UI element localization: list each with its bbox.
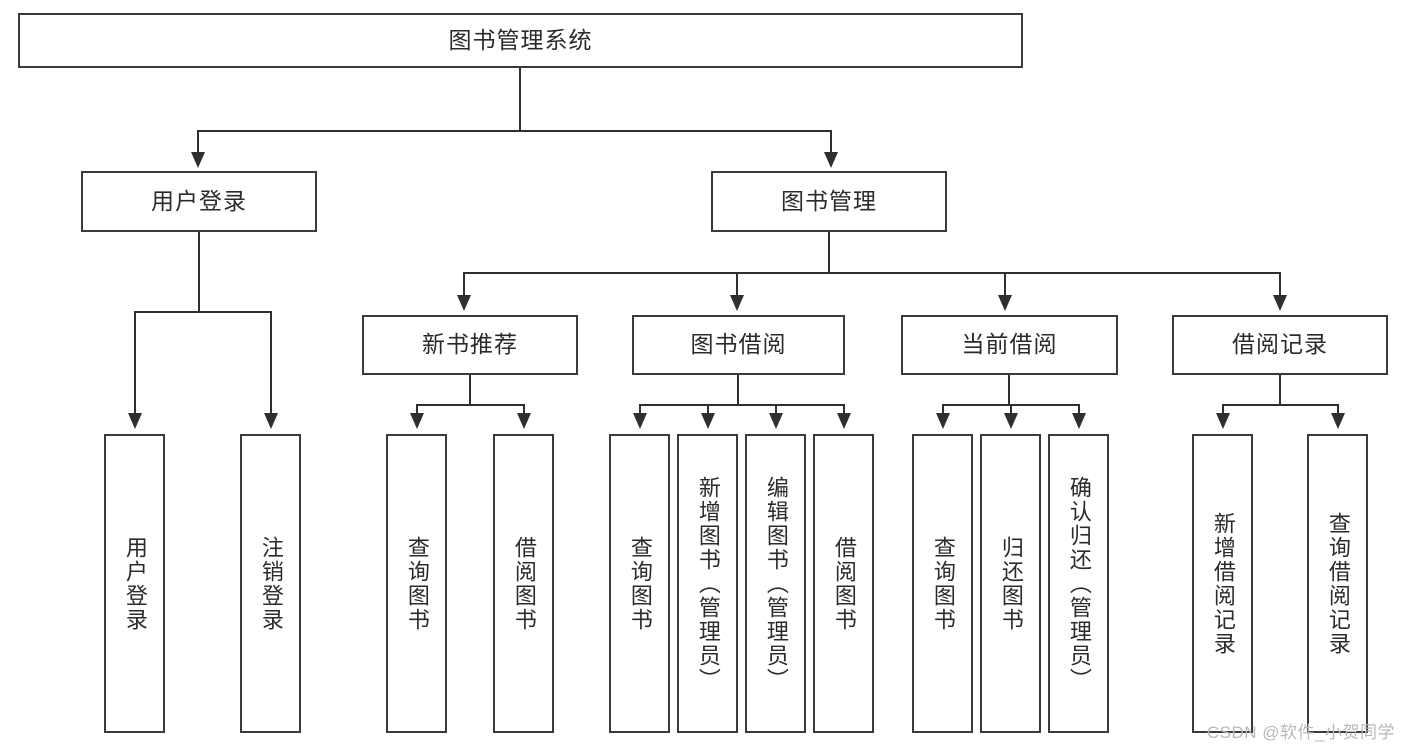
edge-book-borrow-leaf-1 xyxy=(639,404,641,414)
edge-bus-level3 xyxy=(463,272,1281,274)
leaf-label: 查询借阅记录 xyxy=(1325,511,1351,656)
arrow-new-book-leaf-1 xyxy=(410,413,424,429)
edge-borrow-record-leaf-1 xyxy=(1222,404,1224,414)
edge-new-book-leaf-2 xyxy=(523,404,525,414)
arrow-current-borrow-leaf-3 xyxy=(1072,413,1086,429)
edge-new-book-leaf-1 xyxy=(416,404,418,414)
edge-bus-borrow-record-leaves xyxy=(1222,404,1337,406)
edge-user-login-leaf-2 xyxy=(270,311,272,414)
edge-book-manage-down xyxy=(828,232,830,273)
leaf-label: 用户登录 xyxy=(122,535,148,632)
arrow-book-borrow-leaf-4 xyxy=(837,413,851,429)
leaf-user-login-logout[interactable]: 注销登录 xyxy=(240,434,301,733)
node-book-borrow[interactable]: 图书借阅 xyxy=(632,315,845,375)
leaf-label: 注销登录 xyxy=(258,535,284,632)
arrow-user-login-leaf-1 xyxy=(128,413,142,429)
arrow-borrow-record-leaf-2 xyxy=(1331,413,1345,429)
arrow-borrow-record-leaf-1 xyxy=(1216,413,1230,429)
edge-bus-to-new-book xyxy=(463,272,465,296)
edge-bus-user-login-leaves xyxy=(134,311,270,313)
arrow-to-user-login xyxy=(191,152,205,168)
arrow-book-borrow-leaf-3 xyxy=(769,413,783,429)
leaf-label: 新增图书（管理员） xyxy=(695,475,721,692)
edge-current-borrow-leaf-1 xyxy=(942,404,944,414)
leaf-book-borrow-edit[interactable]: 编辑图书（管理员） xyxy=(745,434,806,733)
edge-borrow-record-leaf-2 xyxy=(1337,404,1339,414)
node-current-borrow[interactable]: 当前借阅 xyxy=(901,315,1118,375)
arrow-current-borrow-leaf-2 xyxy=(1004,413,1018,429)
node-root-system[interactable]: 图书管理系统 xyxy=(18,13,1023,68)
node-user-login[interactable]: 用户登录 xyxy=(81,171,317,232)
edge-bus-to-current-borrow xyxy=(1004,272,1006,296)
leaf-new-book-query[interactable]: 查询图书 xyxy=(386,434,447,733)
edge-bus-to-book-borrow xyxy=(736,272,738,296)
watermark-text: CSDN @软件_小贺同学 xyxy=(1206,723,1395,742)
leaf-label: 借阅图书 xyxy=(511,535,537,632)
leaf-current-borrow-confirm-return[interactable]: 确认归还（管理员） xyxy=(1048,434,1109,733)
edge-bus-book-borrow-leaves xyxy=(639,404,843,406)
node-new-book-recommend[interactable]: 新书推荐 xyxy=(362,315,578,375)
arrow-new-book-leaf-2 xyxy=(517,413,531,429)
edge-user-login-leaf-1 xyxy=(134,311,136,414)
leaf-label: 查询图书 xyxy=(930,535,956,632)
edge-current-borrow-leaf-2 xyxy=(1010,404,1012,414)
edge-book-borrow-leaf-2 xyxy=(707,404,709,414)
arrow-to-book-manage xyxy=(824,152,838,168)
arrow-to-current-borrow xyxy=(998,295,1012,311)
arrow-to-new-book xyxy=(457,295,471,311)
arrow-current-borrow-leaf-1 xyxy=(936,413,950,429)
node-borrow-record[interactable]: 借阅记录 xyxy=(1172,315,1388,375)
leaf-book-borrow-add[interactable]: 新增图书（管理员） xyxy=(677,434,738,733)
leaf-book-borrow-borrow[interactable]: 借阅图书 xyxy=(813,434,874,733)
edge-bus-to-book-manage xyxy=(830,130,832,154)
leaf-current-borrow-return[interactable]: 归还图书 xyxy=(980,434,1041,733)
leaf-borrow-record-query[interactable]: 查询借阅记录 xyxy=(1307,434,1368,733)
edge-current-borrow-down xyxy=(1008,375,1010,405)
arrow-to-borrow-record xyxy=(1273,295,1287,311)
edge-user-login-down xyxy=(198,232,200,312)
leaf-book-borrow-query[interactable]: 查询图书 xyxy=(609,434,670,733)
edge-book-borrow-leaf-3 xyxy=(775,404,777,414)
leaf-label: 编辑图书（管理员） xyxy=(763,475,789,692)
leaf-new-book-borrow[interactable]: 借阅图书 xyxy=(493,434,554,733)
edge-borrow-record-down xyxy=(1279,375,1281,405)
leaf-label: 借阅图书 xyxy=(831,535,857,632)
edge-bus-level2 xyxy=(197,130,831,132)
edge-bus-new-book-leaves xyxy=(416,404,523,406)
arrow-user-login-leaf-2 xyxy=(264,413,278,429)
leaf-label: 新增借阅记录 xyxy=(1210,511,1236,656)
leaf-current-borrow-query[interactable]: 查询图书 xyxy=(912,434,973,733)
edge-book-borrow-down xyxy=(737,375,739,405)
edge-bus-to-user-login xyxy=(197,130,199,154)
leaf-label: 查询图书 xyxy=(627,535,653,632)
edge-root-down xyxy=(519,68,521,131)
node-book-manage[interactable]: 图书管理 xyxy=(711,171,947,232)
arrow-to-book-borrow xyxy=(730,295,744,311)
leaf-borrow-record-add[interactable]: 新增借阅记录 xyxy=(1192,434,1253,733)
leaf-user-login-login[interactable]: 用户登录 xyxy=(104,434,165,733)
edge-current-borrow-leaf-3 xyxy=(1078,404,1080,414)
edge-book-borrow-leaf-4 xyxy=(843,404,845,414)
arrow-book-borrow-leaf-1 xyxy=(633,413,647,429)
edge-new-book-down xyxy=(469,375,471,405)
leaf-label: 归还图书 xyxy=(998,535,1024,632)
edge-bus-to-borrow-record xyxy=(1279,272,1281,296)
leaf-label: 确认归还（管理员） xyxy=(1066,475,1092,692)
leaf-label: 查询图书 xyxy=(404,535,430,632)
arrow-book-borrow-leaf-2 xyxy=(701,413,715,429)
